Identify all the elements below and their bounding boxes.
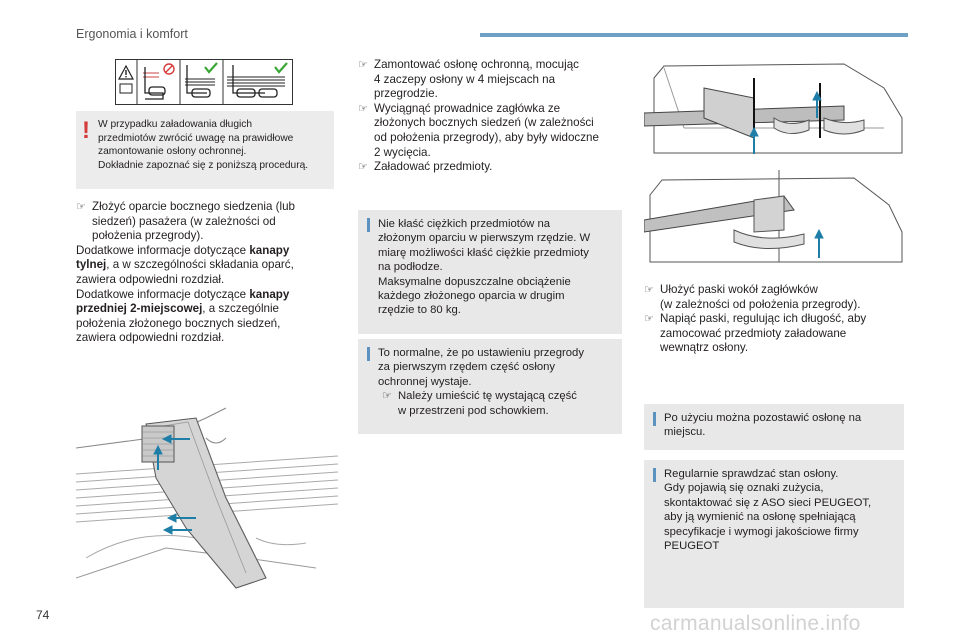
info-bar-icon xyxy=(367,347,372,364)
note-line: każdego złożonego oparcia w drugim xyxy=(378,290,565,303)
info-note-protrusion: To normalne, że po ustawieniu przegrody … xyxy=(358,339,622,434)
note-line: Należy umieścić tę wystającą część xyxy=(398,390,577,403)
note-line: rzędzie to 80 kg. xyxy=(378,304,461,317)
step-line: Ułożyć paski wokół zagłówków xyxy=(660,283,818,296)
info-text: , a szczególnie xyxy=(202,302,279,316)
step-line: (w zależności od położenia przegrody). xyxy=(660,297,861,311)
warning-icon: ! xyxy=(82,117,90,144)
bullet-icon: ☞ xyxy=(358,59,368,71)
bullet-icon: ☞ xyxy=(644,284,654,296)
note-line: ochronnej wystaje. xyxy=(378,375,472,388)
note-line: miejscu. xyxy=(664,426,706,439)
step-line: siedzeń) pasażera (w zależności od xyxy=(92,214,276,228)
info-rear-bench-line2: tylnej, a w szczególności składania opar… xyxy=(76,258,338,273)
note-line: w przestrzeni pod schowkiem. xyxy=(398,404,549,417)
note-substep: ☞ Należy umieścić tę wystającą część w p… xyxy=(378,389,616,418)
note-line: Gdy pojawią się oznaki zużycia, xyxy=(664,482,824,495)
bullet-icon: ☞ xyxy=(76,201,86,213)
info-front-bench: Dodatkowe informacje dotyczące kanapy xyxy=(76,288,338,303)
step-line: od położenia przegrody), aby były widocz… xyxy=(374,130,599,144)
note-line: Po użyciu można pozostawić osłonę na xyxy=(664,412,862,424)
watermark: carmanualsonline.info xyxy=(650,612,861,635)
info-text: , a w szczególności składania oparć, xyxy=(106,258,294,272)
step-line: Załadować przedmioty. xyxy=(374,160,493,174)
bullet-icon: ☞ xyxy=(358,161,368,174)
van-cover-illustration-2 xyxy=(643,170,908,274)
step-line: zamocować przedmioty załadowane xyxy=(660,326,847,340)
info-text: zawiera odpowiedni rozdział. xyxy=(76,331,225,345)
info-bar-icon xyxy=(367,218,372,235)
info-bar-icon xyxy=(653,412,658,429)
loading-pictogram xyxy=(115,59,293,105)
info-bar-icon xyxy=(653,468,658,485)
info-text: Dodatkowe informacje dotyczące xyxy=(76,243,250,257)
info-text: położenia złożonego bocznych siedzeń, xyxy=(76,316,281,330)
bullet-icon: ☞ xyxy=(644,313,654,326)
info-note-check-cover: Regularnie sprawdzać stan osłony. Gdy po… xyxy=(644,460,904,608)
note-line: za pierwszym rzędem część osłony xyxy=(378,361,556,374)
note-line: złożonym oparciu w pierwszym rzędzie. W xyxy=(378,232,591,245)
warning-line: Dokładnie zapoznać się z poniższą proced… xyxy=(98,159,309,171)
section-title: Ergonomia i komfort xyxy=(76,27,188,41)
step-line: położenia przegrody). xyxy=(92,229,204,243)
info-rear-bench: Dodatkowe informacje dotyczące kanapy xyxy=(76,244,338,259)
note-line: Regularnie sprawdzać stan osłony. xyxy=(664,468,839,480)
step-line: 4 zaczepy osłony w 4 miejscach na xyxy=(374,72,556,86)
note-line: Maksymalne dopuszczalne obciążenie xyxy=(378,275,571,288)
step-wrap-straps: ☞ Ułożyć paski wokół zagłówków (w zależn… xyxy=(644,283,906,312)
step-line: Złożyć oparcie bocznego siedzenia (lub xyxy=(92,200,296,213)
step-line: Wyciągnąć prowadnice zagłówka ze xyxy=(374,101,561,115)
bullet-icon: ☞ xyxy=(358,102,368,115)
cover-install-illustration xyxy=(75,378,339,598)
note-line: miarę możliwości kłaść ciężkie przedmiot… xyxy=(378,246,589,259)
note-line: Nie kłaść ciężkich przedmiotów na xyxy=(378,218,551,230)
step-tighten-straps: ☞ Napiąć paski, regulując ich długość, a… xyxy=(644,312,906,356)
info-front-bench-line2: przedniej 2-miejscowej, a szczególnie xyxy=(76,302,338,317)
warning-line: zamontowanie osłony ochronnej. xyxy=(98,146,247,158)
info-note-leave-cover: Po użyciu można pozostawić osłonę na mie… xyxy=(644,404,904,450)
note-line: na podłodze. xyxy=(378,261,443,274)
step-line: wewnątrz osłony. xyxy=(660,341,749,355)
left-column-text: ☞ Złożyć oparcie bocznego siedzenia (lub… xyxy=(76,200,338,346)
info-link-text: tylnej xyxy=(76,258,107,272)
right-steps: ☞ Ułożyć paski wokół zagłówków (w zależn… xyxy=(644,283,906,356)
info-link-text: przedniej 2-miejscowej xyxy=(76,302,203,316)
step-line: 2 wycięcia. xyxy=(374,145,431,159)
step-line: Napiąć paski, regulując ich długość, aby xyxy=(660,312,867,326)
header-accent-bar xyxy=(480,33,908,37)
info-link-text: kanapy xyxy=(249,287,290,301)
step-line: Zamontować osłonę ochronną, mocując xyxy=(374,58,579,71)
info-text: Dodatkowe informacje dotyczące xyxy=(76,287,250,301)
warning-note: ! W przypadku załadowania długich przedm… xyxy=(76,111,334,189)
step-fold-seat: ☞ Złożyć oparcie bocznego siedzenia (lub… xyxy=(76,200,338,244)
note-line: specyfikacje i wymogi jakościowe firmy xyxy=(664,525,859,538)
info-text: zawiera odpowiedni rozdział. xyxy=(76,272,225,286)
page-number: 74 xyxy=(36,608,50,622)
step-pull-guides: ☞ Wyciągnąć prowadnice zagłówka ze złożo… xyxy=(358,102,622,160)
note-line: PEUGEOT xyxy=(664,540,720,553)
step-line: przegrodzie. xyxy=(374,87,438,101)
note-line: To normalne, że po ustawieniu przegrody xyxy=(378,347,584,359)
info-note-weight: Nie kłaść ciężkich przedmiotów na złożon… xyxy=(358,210,622,334)
warning-line: przedmiotów zwrócić uwagę na prawidłowe xyxy=(98,132,294,144)
note-line: aby ją wymienić na osłonę spełniającą xyxy=(664,511,856,524)
warning-line: W przypadku załadowania długich xyxy=(98,119,253,130)
step-mount-cover: ☞ Zamontować osłonę ochronną, mocując 4 … xyxy=(358,58,622,102)
middle-steps: ☞ Zamontować osłonę ochronną, mocując 4 … xyxy=(358,58,622,175)
step-load-items: ☞ Załadować przedmioty. xyxy=(358,160,622,175)
step-line: złożonych bocznych siedzeń (w zależności xyxy=(374,116,594,130)
van-cover-illustration-1 xyxy=(643,58,908,166)
bullet-icon: ☞ xyxy=(382,390,392,403)
info-link-text: kanapy xyxy=(249,243,290,257)
note-line: skontaktować się z ASO sieci PEUGEOT, xyxy=(664,496,872,509)
